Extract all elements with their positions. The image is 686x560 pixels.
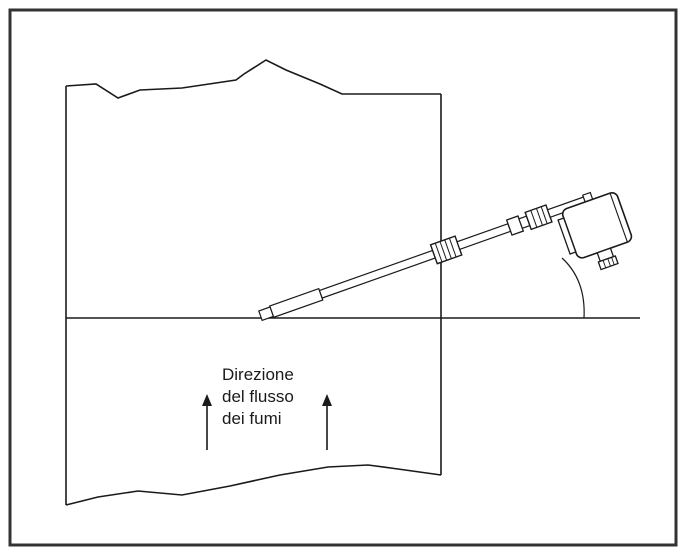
flow-direction-caption: Direzione del flusso dei fumi <box>222 364 332 430</box>
caption-line-3: dei fumi <box>222 409 282 428</box>
flow-arrow-up-icon <box>322 394 332 450</box>
caption-line-1: Direzione <box>222 365 294 384</box>
probe-shaft-upper <box>456 223 512 251</box>
caption-line-2: del flusso <box>222 387 294 406</box>
angle-arc <box>561 257 585 319</box>
outer-frame <box>8 8 678 547</box>
duct-bottom-break-line <box>65 464 442 506</box>
probe-assembly <box>258 191 596 322</box>
probe-filter <box>269 287 324 319</box>
flow-arrow-up-icon <box>202 394 212 450</box>
duct-top-break-line <box>65 59 441 99</box>
probe-shaft <box>318 249 437 299</box>
transmitter-housing <box>557 192 633 271</box>
probe-gland-nut <box>524 204 553 231</box>
housing-cover <box>557 217 577 255</box>
